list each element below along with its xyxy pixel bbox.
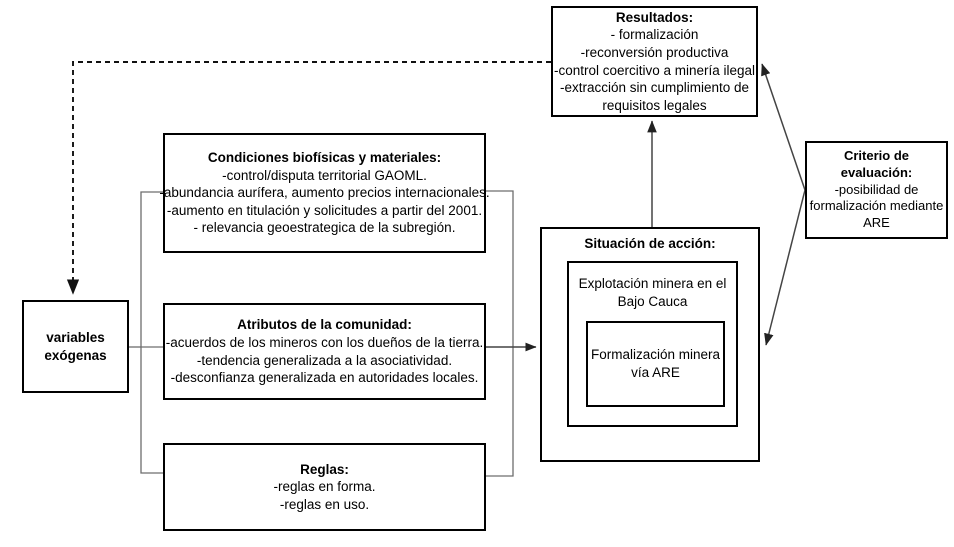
connector-criterio-to-resultados xyxy=(761,63,806,191)
box-condiciones-line-4: - relevancia geoestrategica de la subreg… xyxy=(193,220,456,236)
box-atributos-comunidad: Atributos de la comunidad: -acuerdos de … xyxy=(163,303,486,400)
box-condiciones-line-1: -control/disputa territorial GAOML. xyxy=(222,167,427,183)
box-criterio-line-1: -posibilidad de xyxy=(834,181,919,197)
box-atributos-line-3: -desconfianza generalizada en autoridade… xyxy=(170,370,479,386)
box-atributos-line-2: -tendencia generalizada a la asociativid… xyxy=(196,352,453,368)
box-variables-line-2: exógenas xyxy=(44,347,107,363)
box-explotacion-minera: Explotación minera en el Bajo Cauca Form… xyxy=(567,261,738,427)
box-criterio-evaluacion: Criterio de evaluación: -posibilidad de … xyxy=(805,141,948,239)
box-reglas-line-1: -reglas en forma. xyxy=(273,479,376,495)
box-resultados: Resultados: - formalización -reconversió… xyxy=(551,6,758,117)
box-resultados-title: Resultados: xyxy=(615,9,694,25)
box-atributos-line-1: -acuerdos de los mineros con los dueños … xyxy=(165,334,484,350)
box-condiciones-line-3: -aumento en titulación y solicitudes a p… xyxy=(166,202,483,218)
box-explotacion-line-2: Bajo Cauca xyxy=(617,293,688,309)
box-condiciones-line-2: -abundancia aurífera, aumento precios in… xyxy=(159,185,490,201)
box-condiciones-title: Condiciones biofísicas y materiales: xyxy=(207,150,442,166)
box-formalizacion-minera: Formalización minera vía ARE xyxy=(586,321,725,407)
box-criterio-line-2: formalización mediante xyxy=(809,198,944,214)
box-atributos-title: Atributos de la comunidad: xyxy=(237,317,412,333)
box-variables-exogenas: variables exógenas xyxy=(22,300,129,393)
box-reglas: Reglas: -reglas en forma. -reglas en uso… xyxy=(163,443,486,531)
box-formalizacion-line-2: vía ARE xyxy=(631,365,680,380)
box-criterio-title-line-2: evaluación: xyxy=(840,164,913,180)
connector-criterio-to-situacion xyxy=(764,189,806,346)
box-reglas-title: Reglas: xyxy=(300,461,349,477)
box-resultados-line-3: -control coercitivo a minería ilegal xyxy=(553,62,756,78)
box-criterio-line-3: ARE xyxy=(863,215,890,231)
connector-right-bus xyxy=(486,190,537,477)
box-condiciones-biofisicas: Condiciones biofísicas y materiales: -co… xyxy=(159,133,490,253)
box-explotacion-line-1: Explotación minera en el xyxy=(578,276,727,291)
box-situacion-title: Situación de acción: xyxy=(584,236,716,251)
connector-left-bus xyxy=(129,191,163,474)
box-reglas-line-2: -reglas en uso. xyxy=(279,496,370,512)
box-resultados-line-1: - formalización xyxy=(610,27,699,43)
box-resultados-line-2: -reconversión productiva xyxy=(580,44,729,60)
box-formalizacion-line-1: Formalización minera xyxy=(590,347,721,363)
box-resultados-line-4: -extracción sin cumplimiento de xyxy=(559,80,750,96)
box-resultados-line-5: requisitos legales xyxy=(602,97,707,113)
box-situacion-accion: Situación de acción: Explotación minera … xyxy=(540,227,760,462)
box-variables-line-1: variables xyxy=(46,329,105,345)
box-criterio-title-line-1: Criterio de xyxy=(843,147,909,163)
